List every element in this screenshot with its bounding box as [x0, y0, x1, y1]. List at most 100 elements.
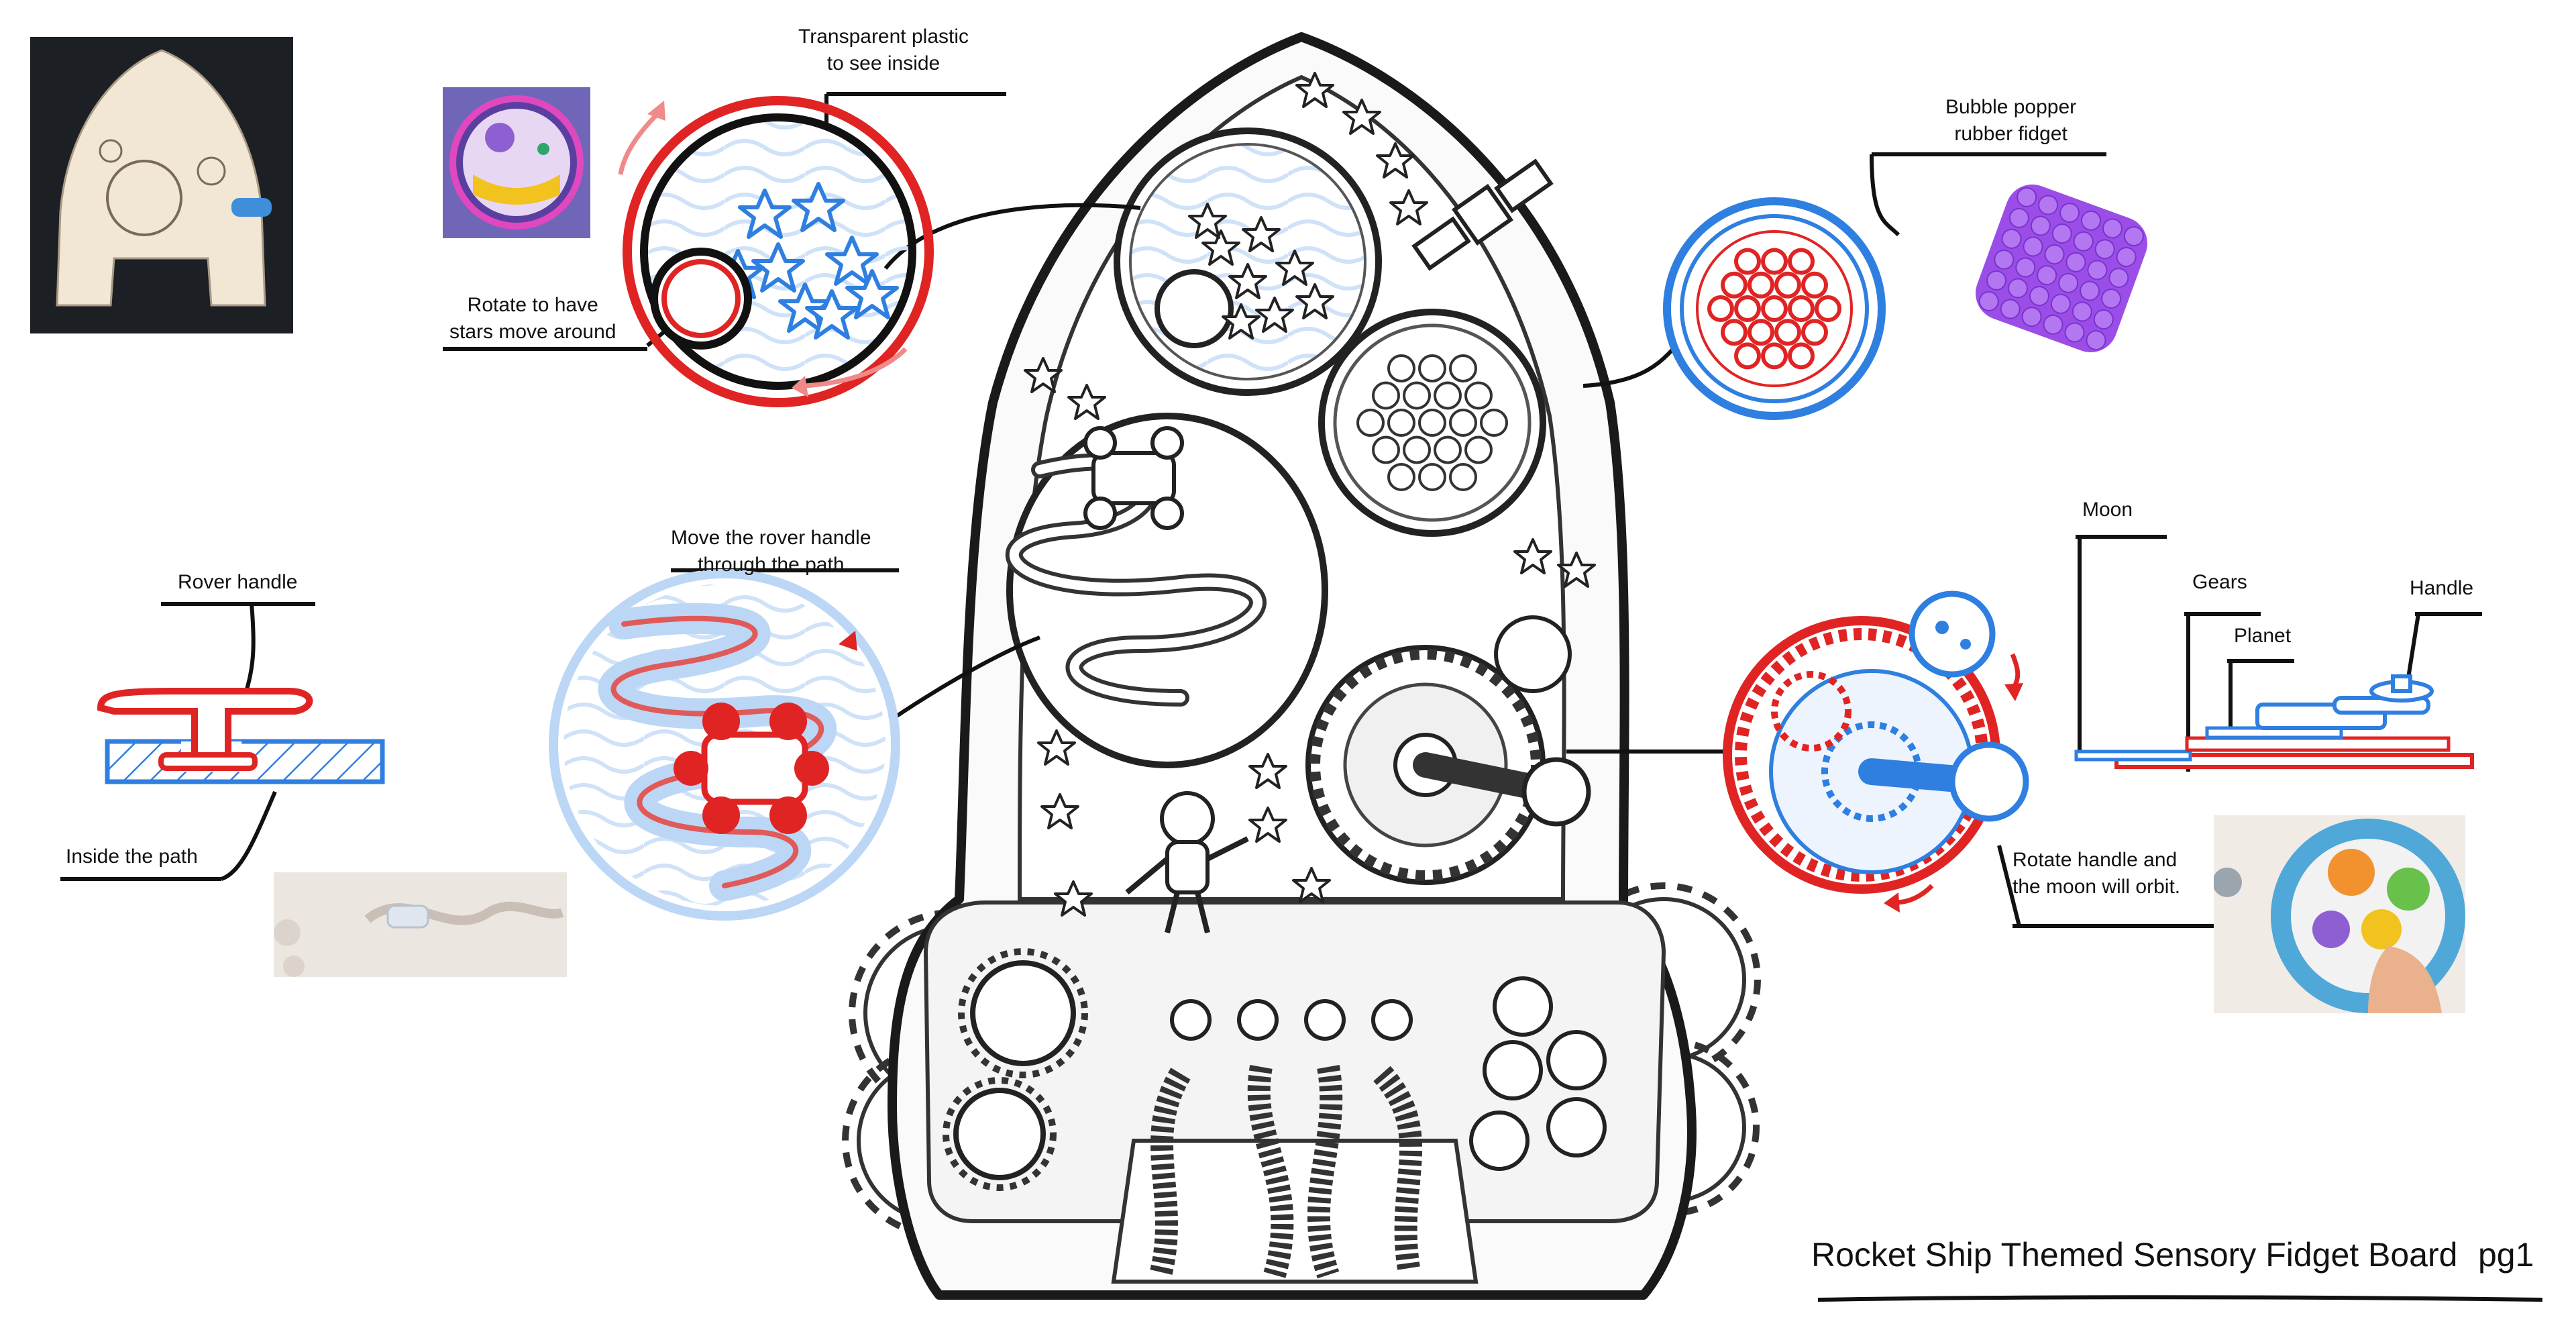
popit-bubble — [2023, 236, 2043, 257]
bubble — [1748, 271, 1774, 299]
star-spinner-porthole[interactable] — [1114, 127, 1382, 396]
popit-bubble — [2000, 299, 2021, 319]
moon-detail-icon — [1909, 590, 1996, 678]
popit-bubble — [2037, 265, 2057, 286]
popit-bubble — [2017, 187, 2037, 207]
bubble — [1788, 248, 1815, 275]
bubble — [1707, 295, 1734, 322]
label-line: Move the rover handle — [671, 527, 871, 549]
rover-path-detail — [549, 569, 900, 921]
bubble — [1356, 409, 1385, 437]
popit-bubble — [2051, 223, 2072, 244]
gear-orbit-porthole[interactable] — [1305, 615, 1591, 885]
label-rover-handle: Rover handle — [178, 571, 298, 593]
bubble — [1418, 462, 1446, 491]
satellite-icon — [1411, 158, 1554, 271]
label-move-rover: Move the rover handle through the path — [671, 525, 871, 578]
popit-bubble — [2093, 309, 2114, 330]
popit-bubble — [2058, 272, 2079, 293]
popit-bubble — [2015, 257, 2036, 278]
popit-bubble — [2065, 252, 2086, 272]
rover-handle-cross-section — [97, 688, 385, 784]
label-line: Rotate handle and — [2012, 849, 2178, 871]
bubble — [1387, 409, 1415, 437]
path-board-photo — [274, 872, 567, 977]
bubble — [1418, 354, 1446, 383]
label-bubble-popper: Bubble popper rubber fidget — [1945, 94, 2076, 148]
control-panel-knobs[interactable] — [943, 948, 1088, 1191]
popit-bubble — [2043, 314, 2063, 335]
bubble — [1748, 319, 1774, 346]
label-inside-path: Inside the path — [66, 845, 198, 868]
popit-bubble — [2038, 195, 2059, 215]
rover-path-panel[interactable] — [1005, 413, 1328, 768]
label-gears: Gears — [2192, 571, 2247, 593]
bubble — [1449, 354, 1477, 383]
bubble — [1801, 319, 1828, 346]
title-underline — [1817, 1295, 2543, 1302]
bubble — [1449, 462, 1477, 491]
page-number: pg1 — [2478, 1236, 2534, 1274]
label-transparent-plastic: Transparent plastic to see inside — [798, 23, 969, 77]
bubble — [1774, 319, 1801, 346]
bubble — [1372, 435, 1400, 464]
spring-coils — [1149, 1064, 1423, 1279]
bubble — [1449, 409, 1477, 437]
astronaut-icon — [1125, 791, 1249, 933]
bubble — [1372, 381, 1400, 410]
popit-bubble — [2094, 239, 2115, 260]
bubble — [1480, 409, 1508, 437]
popit-fidget-photo — [1962, 178, 2160, 359]
popit-bubble — [1986, 270, 2007, 291]
bubble — [1734, 295, 1761, 322]
bubble — [1788, 295, 1815, 322]
bubble — [1418, 409, 1446, 437]
popit-bubble — [2102, 218, 2123, 239]
label-line: Transparent plastic — [798, 25, 969, 48]
popit-bubble — [2001, 228, 2022, 249]
bubble — [1464, 381, 1493, 410]
popit-bubble — [2123, 226, 2144, 247]
toggle-switches[interactable] — [1170, 999, 1413, 1041]
page-title: Rocket Ship Themed Sensory Fidget Board — [1811, 1236, 2458, 1274]
bubble — [1403, 381, 1431, 410]
bubble — [1434, 381, 1462, 410]
bubble — [1774, 271, 1801, 299]
bubble — [1801, 271, 1828, 299]
bubble — [1721, 271, 1748, 299]
push-buttons[interactable] — [1469, 976, 1607, 1171]
bubble — [1387, 354, 1415, 383]
bubble — [1815, 295, 1841, 322]
bubble-popper-porthole[interactable] — [1318, 309, 1546, 537]
gear-toy-photo — [2214, 815, 2465, 1013]
popit-bubble — [2044, 244, 2065, 265]
label-line: through the path — [698, 554, 845, 576]
bubble — [1721, 319, 1748, 346]
label-moon: Moon — [2082, 499, 2133, 521]
label-line: to see inside — [826, 52, 941, 74]
popit-bubble — [2080, 280, 2100, 301]
gear-assembly-side-view — [2074, 674, 2474, 769]
rover-red-icon — [674, 703, 829, 834]
rover-toy-icon[interactable] — [1083, 426, 1184, 530]
bubble — [1761, 342, 1788, 370]
bubble — [1403, 435, 1431, 464]
bubble — [1434, 435, 1462, 464]
popit-bubble — [2008, 207, 2029, 228]
label-line: Bubble popper — [1945, 96, 2077, 118]
popit-bubble — [1994, 249, 2015, 270]
popit-bubble — [2116, 247, 2137, 268]
popit-bubble — [2081, 210, 2102, 231]
moon-icon — [1494, 615, 1572, 693]
popit-bubble — [2030, 215, 2051, 236]
laser-cut-board-photo — [30, 37, 293, 333]
popit-bubble — [2086, 330, 2106, 351]
popit-bubble — [2101, 289, 2122, 309]
label-rotate-stars: Rotate to have stars move around — [449, 292, 616, 346]
star-spinner-detail — [618, 96, 934, 407]
bubble — [1788, 342, 1815, 370]
popit-bubble — [2007, 278, 2028, 299]
popit-bubble — [2029, 286, 2049, 307]
